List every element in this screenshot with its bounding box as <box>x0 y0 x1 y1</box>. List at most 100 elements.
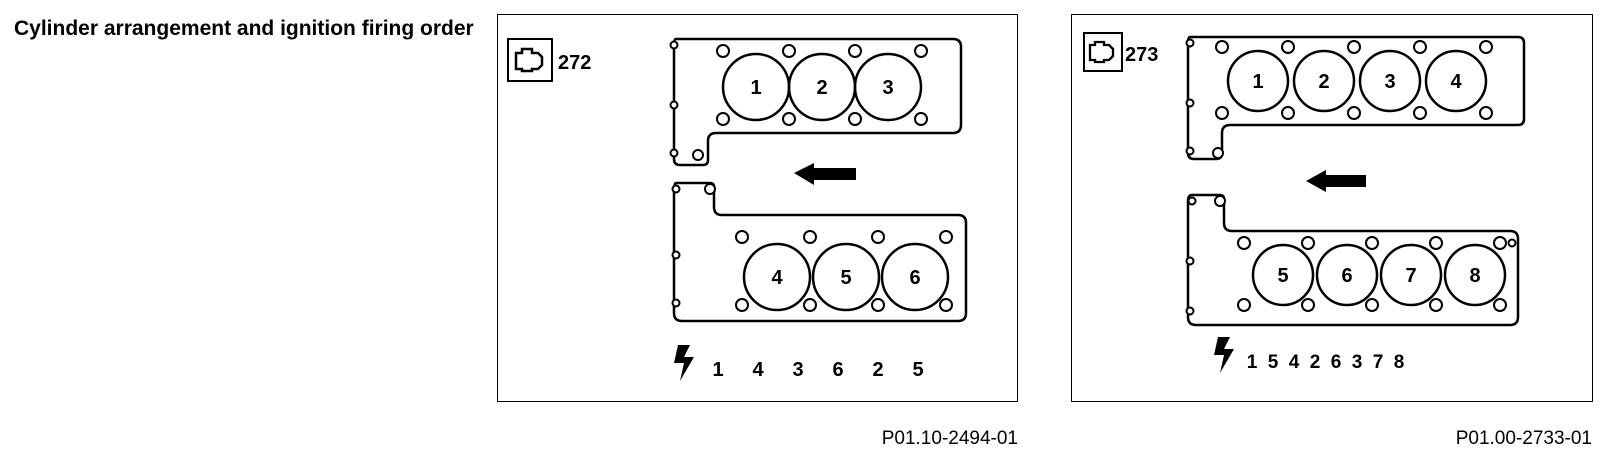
cylinder-number: 2 <box>816 77 827 99</box>
bolt-hole <box>735 230 749 244</box>
bolt-hole <box>1281 106 1295 120</box>
bolt-hole <box>848 44 862 58</box>
bolt-hole <box>1429 236 1443 250</box>
bolt-hole <box>782 112 796 126</box>
bolt-hole <box>1281 40 1295 54</box>
firing-order-number: 5 <box>1268 352 1279 373</box>
bolt-hole <box>1215 40 1229 54</box>
engine-icon <box>507 38 553 82</box>
bolt-hole <box>1214 195 1226 207</box>
firing-order-number: 7 <box>1373 352 1384 373</box>
cylinder-4 <box>742 242 812 312</box>
bolt-hole <box>716 44 730 58</box>
ignition-spark-icon <box>1214 337 1234 373</box>
cylinder-5 <box>1251 243 1315 307</box>
cylinder-1 <box>1226 49 1290 113</box>
cylinder-4 <box>1424 49 1488 113</box>
cylinder-number: 8 <box>1469 265 1480 287</box>
lower-bank-cylinders: 4 5 6 <box>742 242 950 312</box>
bolt-hole <box>735 298 749 312</box>
bolt-hole <box>914 112 928 126</box>
bolt-hole <box>1215 106 1229 120</box>
engine-icon <box>1083 32 1123 72</box>
cylinder-number: 5 <box>840 267 851 289</box>
head-bolts <box>669 40 953 312</box>
lower-bank-gasket <box>672 181 968 323</box>
bolt-hole <box>1479 106 1493 120</box>
bolt-hole <box>1493 298 1507 312</box>
cylinder-number: 4 <box>1450 71 1462 93</box>
bolt-hole <box>871 230 885 244</box>
bolt-hole <box>1365 236 1379 250</box>
firing-order-number: 3 <box>792 359 803 381</box>
bolt-hole <box>716 112 730 126</box>
firing-order-number: 5 <box>912 359 923 381</box>
bolt-hole <box>1212 147 1224 159</box>
firing-order-number: 8 <box>1394 352 1405 373</box>
bolt-hole <box>1479 40 1493 54</box>
firing-order-number: 6 <box>832 359 843 381</box>
cylinder-number: 3 <box>1384 71 1395 93</box>
cylinder-number: 4 <box>771 267 783 289</box>
arrow-left-icon <box>794 163 856 185</box>
bolt-hole <box>803 230 817 244</box>
engine-label: 272 <box>558 52 591 74</box>
bolt-hole <box>669 100 679 110</box>
ignition-spark-icon <box>674 345 694 381</box>
bolt-hole <box>1413 106 1427 120</box>
bolt-hole <box>1185 146 1195 156</box>
cylinder-number: 5 <box>1277 265 1288 287</box>
engine-label: 273 <box>1125 44 1158 66</box>
bolt-hole <box>782 44 796 58</box>
firing-order-number: 3 <box>1352 352 1363 373</box>
bolt-hole <box>1429 298 1443 312</box>
bolt-hole <box>1507 238 1517 248</box>
bolt-hole <box>671 250 681 260</box>
firing-order-number: 1 <box>1247 352 1258 373</box>
bolt-hole <box>1185 306 1195 316</box>
bolt-hole <box>1347 40 1361 54</box>
cylinder-6 <box>1315 243 1379 307</box>
bolt-hole <box>1237 298 1251 312</box>
bolt-hole <box>669 40 679 50</box>
cylinder-2 <box>1292 49 1356 113</box>
bolt-hole <box>848 112 862 126</box>
bolt-hole <box>939 230 953 244</box>
firing-order-number: 2 <box>872 359 883 381</box>
cylinder-number: 1 <box>750 77 761 99</box>
firing-order-number: 4 <box>1289 352 1300 373</box>
bolt-hole <box>1365 298 1379 312</box>
section-heading: Cylinder arrangement and ignition firing… <box>14 17 474 40</box>
cylinder-number: 7 <box>1405 265 1416 287</box>
bolt-hole <box>871 298 885 312</box>
firing-order-number: 1 <box>712 359 723 381</box>
cylinder-3 <box>1358 49 1422 113</box>
cylinder-number: 6 <box>1341 265 1352 287</box>
figure-code-273: P01.00-2733-01 <box>1455 428 1592 449</box>
bolt-hole <box>914 44 928 58</box>
cylinder-6 <box>880 242 950 312</box>
cylinder-7 <box>1379 243 1443 307</box>
bolt-hole <box>671 298 681 308</box>
bolt-hole <box>1237 236 1251 250</box>
upper-bank-gasket <box>672 37 963 167</box>
bolt-hole <box>1301 236 1315 250</box>
bolt-hole <box>671 184 681 194</box>
cylinder-number: 6 <box>909 267 920 289</box>
arrow-left-icon <box>1306 170 1366 192</box>
bolt-hole <box>1347 106 1361 120</box>
bolt-hole <box>704 183 716 195</box>
bolt-hole <box>1185 256 1195 266</box>
bolt-hole <box>1185 38 1195 48</box>
bolt-hole <box>1493 236 1507 250</box>
bolt-hole <box>692 149 704 161</box>
cylinder-3 <box>853 52 923 122</box>
